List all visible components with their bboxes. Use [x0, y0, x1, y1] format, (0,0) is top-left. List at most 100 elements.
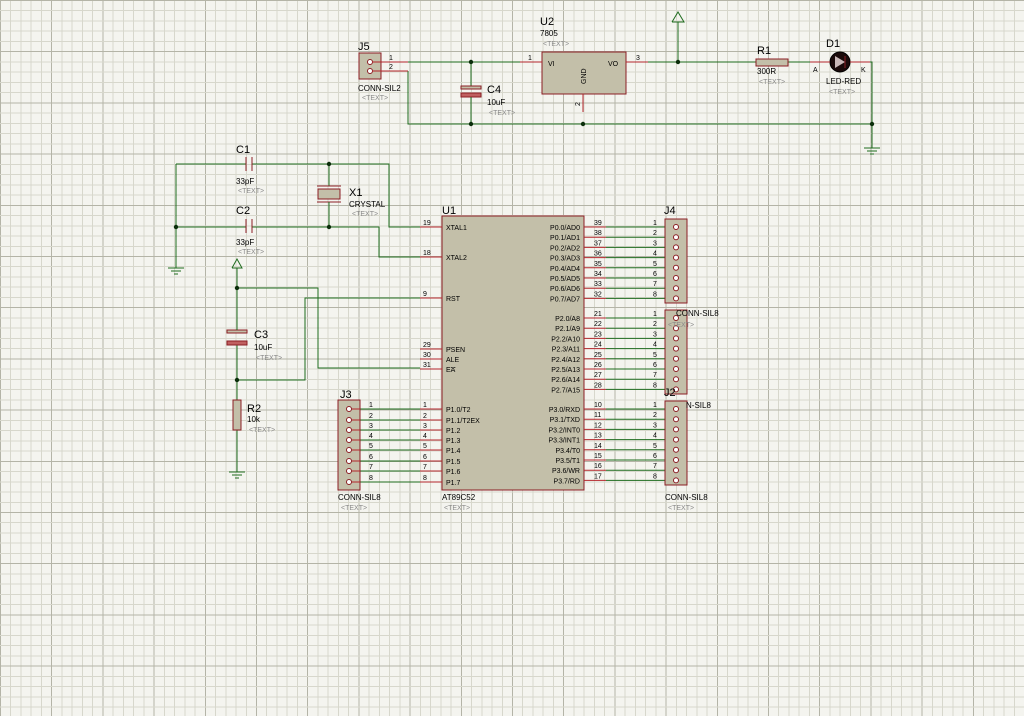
u1-pin-number: 37	[594, 240, 602, 247]
connector-j2-pin-number: 3	[653, 422, 657, 429]
c4-ref: C4	[487, 84, 501, 96]
resistor-r2: R210k <TEXT>	[233, 400, 275, 434]
j5-ref: J5	[358, 41, 370, 53]
j2-text-placeholder: <TEXT>	[668, 505, 694, 512]
u1-pin-label: P0.3/AD3	[550, 256, 580, 263]
r2-ref: R2	[247, 403, 261, 415]
j5-pin-dot	[368, 60, 373, 65]
connector-j1-value: CONN-SIL8	[676, 309, 719, 318]
j3-pin-number: 7	[369, 464, 373, 471]
c3-value: 10uF	[254, 343, 272, 352]
u1-pin-number: 31	[423, 362, 431, 369]
d1-cathode-label: K	[861, 67, 866, 74]
connector-j4-pin-number: 8	[653, 291, 657, 298]
u1-pin-number: 2	[423, 413, 427, 420]
u1-pin-number: 12	[594, 422, 602, 429]
connector-j4-pin-dot	[674, 296, 679, 301]
u1-pin-number: 25	[594, 352, 602, 359]
u1-pin-label: ALE	[446, 357, 460, 364]
u1-pin-label: P1.1/T2EX	[446, 418, 480, 425]
u1-pin-number: 24	[594, 342, 602, 349]
u1-pin-number: 33	[594, 281, 602, 288]
j5-value: CONN-SIL2	[358, 84, 401, 93]
u1-pin-label: P3.6/WR	[552, 468, 580, 475]
j3-pin-dot	[347, 428, 352, 433]
c2-ref: C2	[236, 205, 250, 217]
j5-pin-number: 2	[389, 64, 393, 71]
j3-pin-dot	[347, 469, 352, 474]
u1-pin-number: 15	[594, 453, 602, 460]
u1-pin-label: P1.3	[446, 438, 461, 445]
c4-text-placeholder: <TEXT>	[489, 110, 515, 117]
connector-j1-pin-number: 6	[653, 362, 657, 369]
c1-text-placeholder: <TEXT>	[238, 188, 264, 195]
u1-pin-label: PSEN	[446, 347, 465, 354]
junction-dot	[469, 60, 473, 64]
j3-pin-dot	[347, 459, 352, 464]
connector-j4-pin-dot	[674, 286, 679, 291]
u1-pin-number: 23	[594, 331, 602, 338]
u1-pin-number: 19	[423, 220, 431, 227]
connector-j2-value: N-SIL8	[686, 401, 711, 410]
u1-pin-number: 35	[594, 261, 602, 268]
u1-pin-label: P2.3/A11	[552, 347, 580, 354]
u1-pin-label: P1.4	[446, 448, 461, 455]
connector-j5: J512CONN-SIL2<TEXT>	[358, 41, 408, 102]
junction-dot	[327, 225, 331, 229]
u2-pin-number: 3	[636, 55, 640, 62]
c3-ref: C3	[254, 329, 268, 341]
u2-gnd-label: GND	[581, 68, 588, 84]
j3-pin-dot	[347, 418, 352, 423]
u1-pin-label: P3.7/RD	[554, 478, 580, 485]
connector-j4-pin-number: 4	[653, 251, 657, 258]
u1-pin-number: 8	[423, 475, 427, 482]
connector-j2-pin-dot	[674, 478, 679, 483]
capacitor-c3: C310uF<TEXT>	[227, 325, 282, 362]
u1-pin-number: 1	[423, 402, 427, 409]
u2-pin-number: 1	[528, 55, 532, 62]
j3-pin-number: 8	[369, 475, 373, 482]
u1-ref: U1	[442, 205, 456, 217]
u1-pin-number: 34	[594, 271, 602, 278]
u1-pin-number: 21	[594, 311, 602, 318]
capacitor-c2: C233pF<TEXT>	[236, 205, 264, 256]
u1-pin-number: 30	[423, 352, 431, 359]
connector-j2-pin-dot	[674, 407, 679, 412]
u1-pin-label: P1.5	[446, 459, 461, 466]
connector-j2-pin-number: 5	[653, 443, 657, 450]
j3-pin-number: 6	[369, 454, 373, 461]
j3-pin-number: 2	[369, 413, 373, 420]
r1-value: 300R	[757, 67, 776, 76]
connector-j2-pin-number: 1	[653, 402, 657, 409]
u2-vo-label: VO	[608, 61, 619, 68]
u1-pin-label: P1.6	[446, 469, 461, 476]
connector-j4-pin-number: 2	[653, 230, 657, 237]
u1-pin-label: P0.0/AD0	[550, 225, 580, 232]
connector-j4-pin-dot	[674, 245, 679, 250]
connector-j2-pin-number: 4	[653, 433, 657, 440]
connector-j2-pin-number: 6	[653, 453, 657, 460]
connector-j4-pin-dot	[674, 276, 679, 281]
j5-pin-dot	[368, 69, 373, 74]
connector-j4-pin-number: 6	[653, 271, 657, 278]
u1-pin-number: 26	[594, 362, 602, 369]
r2-text-placeholder: <TEXT>	[249, 427, 275, 434]
u1-pin-number: 5	[423, 443, 427, 450]
connector-j2-pin-number: 7	[653, 463, 657, 470]
u1-pin-label: RST	[446, 296, 461, 303]
connector-j4-pin-number: 5	[653, 261, 657, 268]
r2-value: 10k	[247, 415, 261, 424]
x1-text-placeholder: <TEXT>	[352, 211, 378, 218]
j3-text-placeholder: <TEXT>	[341, 505, 367, 512]
u1-pin-label: P2.1/A9	[555, 326, 580, 333]
u2-text-placeholder: <TEXT>	[543, 41, 569, 48]
microcontroller-u1: U1AT89C52<TEXT>19XTAL118XTAL29RST29PSEN3…	[420, 205, 606, 512]
junction-dot	[870, 122, 874, 126]
connector-j1-pin-number: 5	[653, 352, 657, 359]
capacitor-c1: C133pF<TEXT>	[236, 144, 264, 195]
c1-ref: C1	[236, 144, 250, 156]
connector-j1-pin-number: 1	[653, 311, 657, 318]
junction-dot	[174, 225, 178, 229]
u1-pin-number: 39	[594, 220, 602, 227]
